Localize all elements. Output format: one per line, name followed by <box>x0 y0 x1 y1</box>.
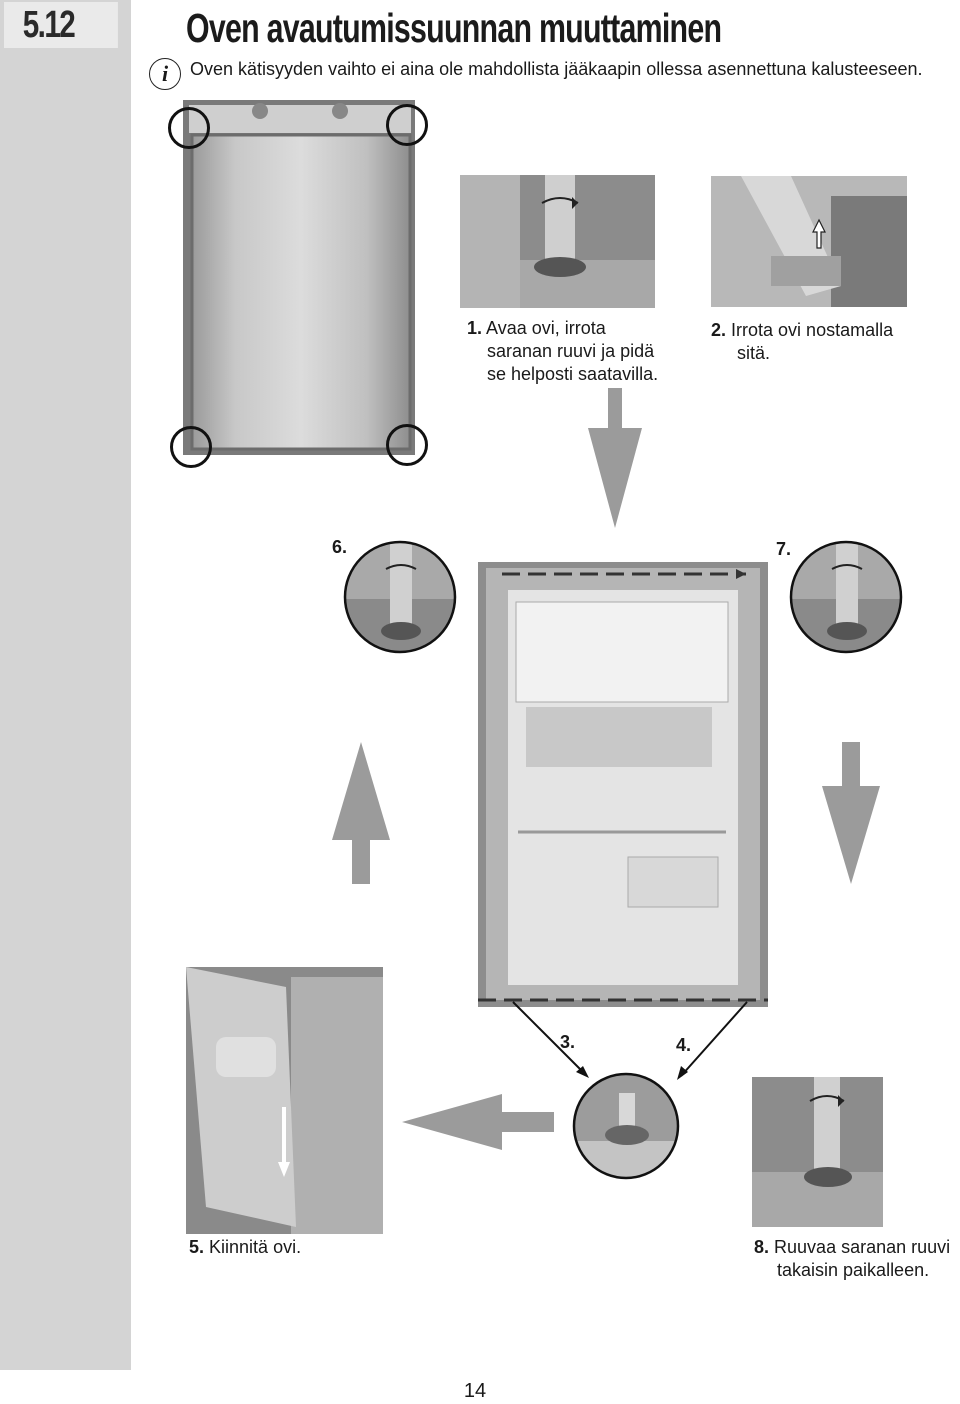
step8-text-line2: takaisin paikalleen. <box>777 1260 930 1280</box>
sidebar-band <box>0 0 131 1370</box>
step4-number: 4. <box>676 1035 692 1055</box>
step2-text-line2: sitä. <box>737 343 771 363</box>
step8-number: 8. <box>754 1237 770 1257</box>
step5-text: Kiinnitä ovi. <box>209 1237 302 1257</box>
step7-closeup <box>789 540 903 654</box>
arrow-down-icon <box>588 388 642 528</box>
step3-number: 3. <box>560 1032 576 1052</box>
page-number: 14 <box>463 1380 487 1402</box>
corner-callout-lines <box>512 1001 748 1080</box>
hinge-marker-bottom-right <box>386 424 428 466</box>
step2-photo <box>711 176 907 307</box>
arrow-down-icon <box>822 742 880 884</box>
step1-photo <box>460 175 655 308</box>
step1-text-line3: se helposti saatavilla. <box>487 364 659 384</box>
step6-number: 6. <box>332 537 348 557</box>
info-note: Oven kätisyyden vaihto ei aina ole mahdo… <box>190 59 923 79</box>
info-icon: i <box>149 58 181 90</box>
arrow-up-icon <box>332 742 390 884</box>
step1-text-line2: saranan ruuvi ja pidä <box>487 341 655 361</box>
arrow-left-icon <box>402 1094 554 1150</box>
step6-closeup <box>343 540 457 654</box>
step2-text-line1: Irrota ovi nostamalla <box>731 320 894 340</box>
section-number: 5.12 <box>4 2 118 48</box>
step8-text-line1: Ruuvaa saranan ruuvi <box>774 1237 951 1257</box>
step7-number: 7. <box>776 539 792 559</box>
step8-photo <box>752 1077 883 1227</box>
fridge-open-photo <box>478 562 768 1007</box>
hinge-marker-top-left <box>168 107 210 149</box>
hinge-marker-top-right <box>386 104 428 146</box>
page-title: Oven avautumissuunnan muuttaminen <box>186 5 722 51</box>
hinge-marker-bottom-left <box>170 426 212 468</box>
step2-number: 2. <box>711 320 727 340</box>
step1-number: 1. <box>467 318 483 338</box>
step5-photo <box>186 967 383 1234</box>
pin-closeup <box>572 1072 680 1180</box>
door-photo <box>183 100 415 455</box>
step1-text-line1: Avaa ovi, irrota <box>486 318 606 338</box>
step5-number: 5. <box>189 1237 205 1257</box>
